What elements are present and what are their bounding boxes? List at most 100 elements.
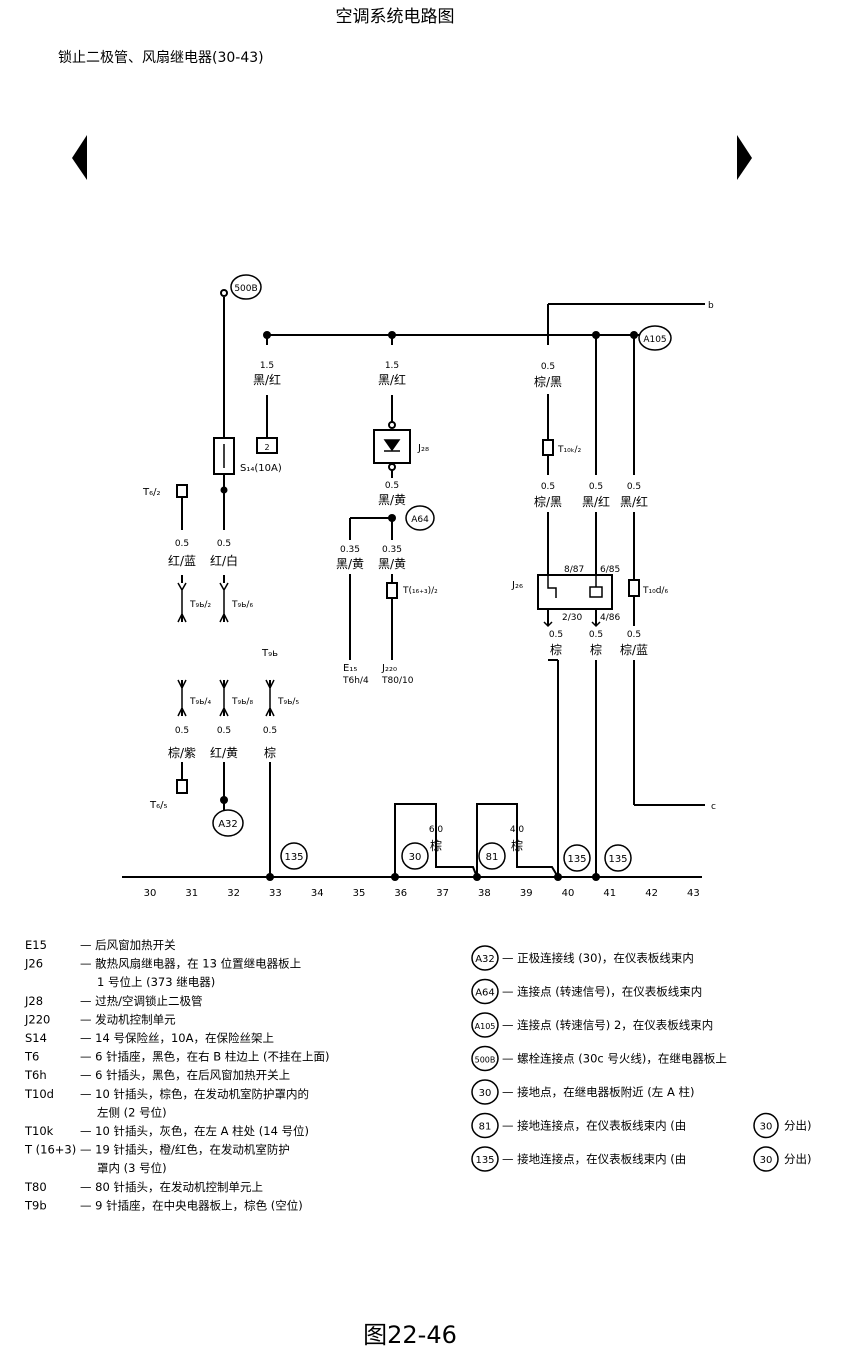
label-j220: J₂₂₀ — [381, 663, 397, 674]
svg-text:0.5: 0.5 — [175, 726, 189, 736]
svg-text:0.5: 0.5 — [627, 630, 641, 640]
connector-t16-2 — [386, 582, 398, 599]
svg-text:0.5: 0.5 — [541, 362, 555, 372]
label-j26-pin-8-87: 8/87 — [564, 565, 584, 575]
label-e15-pin: T6h/4 — [342, 676, 369, 686]
legend-code: T9b — [24, 1198, 47, 1212]
legend-badge-label: A32 — [475, 954, 495, 965]
svg-text:0.35: 0.35 — [382, 545, 402, 555]
badge-135-c: 135 — [608, 854, 627, 865]
legend-entry: A32 — 正极连接线 (30)，在仪表板线束内 — [471, 945, 694, 971]
grid-number: 40 — [562, 888, 575, 899]
svg-text:黑/红: 黑/红 — [620, 494, 648, 509]
badge-a64: A64 — [411, 515, 429, 525]
page-title: 空调系统电路图 — [336, 7, 455, 27]
legend-badge-label: 135 — [475, 1155, 494, 1166]
legend-description: — 10 针插头，灰色，在左 A 柱处 (14 号位) — [80, 1124, 309, 1138]
previous-page-arrow[interactable] — [72, 135, 87, 180]
figure-caption: 图22-46 — [363, 1321, 457, 1349]
svg-text:棕/紫: 棕/紫 — [168, 745, 196, 760]
label-t10k-2: T₁₀ₖ/₂ — [557, 445, 582, 455]
svg-text:0.5: 0.5 — [263, 726, 277, 736]
label-j26-pin-2-30: 2/30 — [562, 613, 582, 623]
next-page-arrow[interactable] — [737, 135, 752, 180]
badge-a105: A105 — [643, 335, 666, 345]
legend-text: — 连接点 (转速信号) 2，在仪表板线束内 — [502, 1018, 713, 1032]
svg-text:0.5: 0.5 — [541, 482, 555, 492]
grid-number: 31 — [185, 888, 198, 899]
svg-text:棕: 棕 — [590, 642, 602, 657]
legend-badge — [471, 1112, 499, 1139]
grid-number: 32 — [227, 888, 240, 899]
legend-text-tail: 分出) — [784, 1119, 812, 1133]
legend-code: T6h — [24, 1068, 47, 1082]
legend-text: — 接地连接点，在仪表板线束内 (由 — [502, 1119, 686, 1133]
legend-badge-label: 30 — [479, 1088, 492, 1099]
legend-badge-label: A105 — [475, 1022, 496, 1031]
diode-icon — [383, 439, 401, 452]
label-t9b-4: T₉ь/₄ — [189, 697, 211, 707]
legend-description: 左侧 (2 号位) — [97, 1105, 167, 1119]
svg-text:棕/黑: 棕/黑 — [534, 494, 562, 509]
ground-135-a — [280, 842, 308, 870]
legend-badge — [471, 1079, 499, 1105]
legend-text: — 正极连接线 (30)，在仪表板线束内 — [502, 951, 694, 965]
svg-text:0.5: 0.5 — [549, 630, 563, 640]
grid-number: 36 — [394, 888, 407, 899]
edge-label-c: c — [711, 802, 716, 812]
legend-code: T6 — [24, 1050, 39, 1064]
grid-number: 37 — [436, 888, 449, 899]
label-s14: S₁₄(10A) — [240, 463, 282, 474]
legend-description: 罩内 (3 号位) — [97, 1161, 167, 1175]
node-500b — [230, 274, 262, 300]
svg-text:黑/黄: 黑/黄 — [378, 493, 406, 507]
svg-text:0.5: 0.5 — [217, 726, 231, 736]
grid-number: 33 — [269, 888, 282, 899]
fuse-slot-2 — [256, 437, 278, 454]
label-t16-2: T(₁₆₊₃)/₂ — [402, 586, 438, 596]
wiring — [122, 297, 705, 878]
legend-description: — 19 针插头，橙/红色，在发动机室防护 — [80, 1143, 290, 1157]
svg-text:黑/红: 黑/红 — [253, 372, 281, 387]
label-t9b: T₉ь — [261, 648, 278, 659]
legend-description: — 80 针插头，在发动机控制单元上 — [80, 1180, 263, 1194]
svg-text:棕: 棕 — [264, 745, 276, 760]
grid-number: 34 — [311, 888, 324, 899]
page-subtitle: 锁止二极管、风扇继电器(30-43) — [58, 50, 264, 66]
legend-badge — [471, 945, 499, 971]
svg-text:棕: 棕 — [511, 838, 523, 853]
legend-badge — [471, 1012, 499, 1038]
svg-text:0.5: 0.5 — [217, 539, 231, 549]
legend-code: J28 — [24, 994, 43, 1008]
legend-badge — [471, 1146, 499, 1172]
legend-text: — 接地连接点，在仪表板线束内 (由 — [502, 1152, 686, 1166]
svg-text:1.5: 1.5 — [260, 361, 274, 371]
svg-text:棕: 棕 — [430, 838, 442, 853]
svg-text:0.5: 0.5 — [175, 539, 189, 549]
connector-t10k-2 — [542, 439, 554, 456]
node-badge-labels: 500B A105 A64 A32 135 30 81 135 135 — [218, 284, 666, 865]
edge-label-b: b — [708, 301, 714, 311]
label-j26: J₂₆ — [511, 580, 523, 591]
legend-code: T10d — [24, 1087, 54, 1101]
label-t9b-8: T₉ь/₈ — [231, 697, 253, 707]
svg-text:棕: 棕 — [550, 642, 562, 657]
legend-description: — 9 针插座，在中央电器板上，棕色 (空位) — [80, 1198, 303, 1212]
legend-description: — 后风窗加热开关 — [80, 938, 176, 952]
legend-entry: 30— 接地点，在继电器板附近 (左 A 柱) — [471, 1079, 694, 1105]
label-t6-5: T₆/₅ — [149, 800, 168, 811]
legend-badge — [753, 1146, 779, 1172]
ground-135-b — [563, 844, 591, 872]
legend-badge-label: 30 — [760, 1122, 773, 1133]
component-labels: S₁₄(10A) 2 J₂₈ J₂₆ E₁₅ T6h/4 J₂₂₀ T80/10… — [142, 301, 716, 812]
svg-text:棕/黑: 棕/黑 — [534, 374, 562, 389]
legend-entry: A105 — 连接点 (转速信号) 2，在仪表板线束内 — [471, 1012, 713, 1038]
legend-description: — 过热/空调锁止二极管 — [80, 994, 203, 1008]
ground-135-c — [604, 844, 632, 872]
legend-text-tail: 分出) — [784, 1152, 812, 1166]
svg-text:红/蓝: 红/蓝 — [168, 553, 196, 568]
label-t6-2: T₆/₂ — [142, 487, 161, 498]
